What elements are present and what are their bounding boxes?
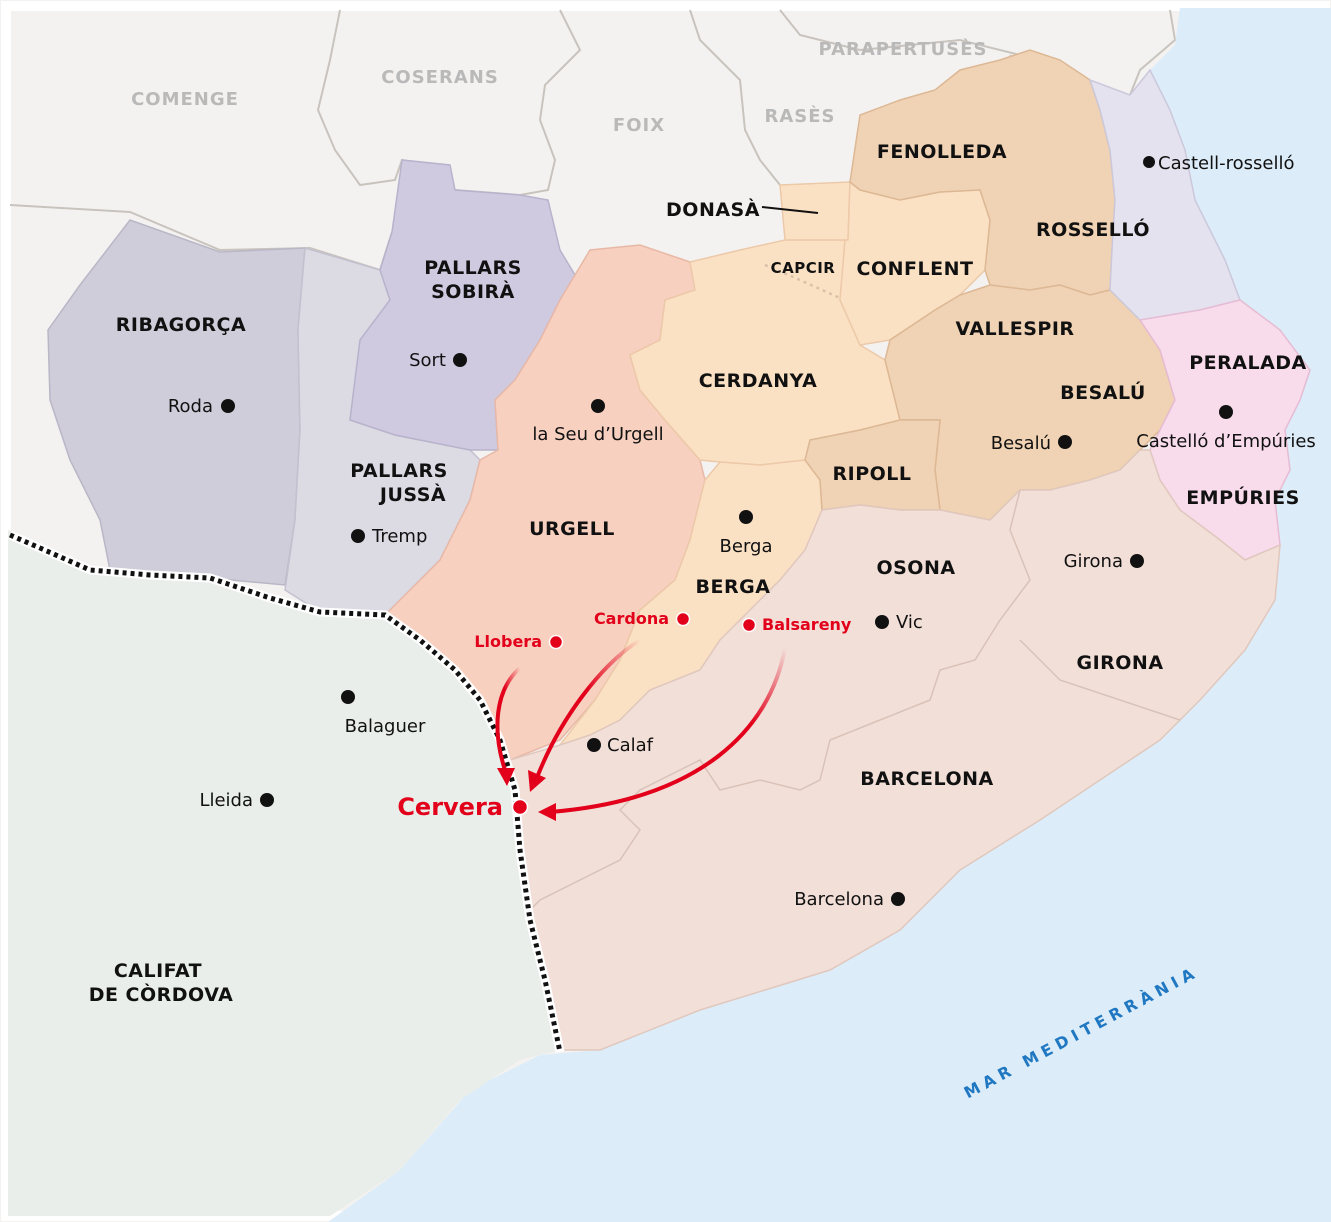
label-city-seu: la Seu d’Urgell: [532, 424, 663, 445]
label-city-vic: Vic: [896, 612, 923, 633]
region-califat: [8, 530, 560, 1216]
label-pallars-sobira-1: PALLARS: [424, 257, 522, 279]
arrowhead-llobera: [497, 768, 515, 786]
dot-barcelona: [891, 892, 905, 906]
label-pallars-jussa-1: PALLARS: [350, 460, 448, 482]
label-city-besalu: Besalú: [991, 433, 1051, 454]
label-city-balaguer: Balaguer: [345, 716, 426, 737]
label-city-barcelona: Barcelona: [794, 889, 884, 910]
label-cardona: Cardona: [594, 609, 669, 628]
dot-sort: [453, 353, 467, 367]
label-balsareny: Balsareny: [762, 615, 852, 634]
donasa-leader: [761, 206, 819, 214]
label-city-sort: Sort: [409, 350, 446, 371]
city-labels: Roda Sort Tremp la Seu d’Urgell Berga Ca…: [168, 153, 1316, 910]
arrowhead-cardona: [528, 770, 546, 792]
region-ribagorca: [47, 219, 306, 586]
highlight-dots: [511, 611, 757, 816]
label-llobera: Llobera: [474, 632, 542, 651]
label-cervera: Cervera: [397, 793, 503, 821]
dot-castello: [1219, 405, 1233, 419]
city-dots: [221, 156, 1233, 906]
dot-castell-rossello: [1143, 156, 1155, 168]
label-fenolleda: FENOLLEDA: [877, 141, 1007, 163]
label-coserans: COSERANS: [381, 67, 499, 88]
label-osona: OSONA: [876, 557, 955, 579]
label-foix: FOIX: [613, 115, 665, 136]
label-pallars-jussa-2: JUSSÀ: [378, 483, 446, 506]
label-califat-1: CALIFAT: [114, 960, 202, 982]
sea: [328, 8, 1331, 1222]
dot-roda: [221, 399, 235, 413]
label-city-castello: Castelló d’Empúries: [1136, 431, 1316, 452]
label-donasa: DONASÀ: [666, 198, 760, 221]
dot-besalu: [1058, 435, 1072, 449]
dot-girona: [1130, 554, 1144, 568]
label-city-castell-rossello: Castell-rosselló: [1158, 153, 1294, 174]
dot-berga: [739, 510, 753, 524]
label-comenge: COMENGE: [131, 89, 239, 110]
label-ribagorca: RIBAGORÇA: [116, 314, 246, 336]
label-rossello: ROSSELLÓ: [1036, 217, 1150, 241]
label-city-lleida: Lleida: [199, 790, 253, 811]
internal-borders: [529, 489, 1181, 911]
migration-arrows: [495, 638, 787, 821]
label-rases: RASÈS: [764, 105, 835, 127]
foreign-labels: COMENGE COSERANS FOIX RASÈS PARAPERTUSÈS: [131, 38, 988, 136]
arrow-balsareny: [549, 647, 787, 814]
arrow-cardona: [536, 638, 642, 776]
label-peralada: PERALADA: [1189, 352, 1307, 374]
dot-vic: [875, 615, 889, 629]
label-vallespir: VALLESPIR: [955, 318, 1074, 340]
label-girona: GIRONA: [1076, 652, 1163, 674]
frontier-line: [8, 530, 565, 1053]
dot-llobera: [548, 634, 564, 650]
label-empuries: EMPÚRIES: [1186, 485, 1300, 509]
dot-balaguer: [341, 690, 355, 704]
dot-balsareny: [741, 617, 757, 633]
label-city-calaf: Calaf: [607, 735, 654, 756]
arrow-llobera: [495, 666, 522, 771]
label-city-tremp: Tremp: [371, 526, 427, 547]
label-califat-2: DE CÒRDOVA: [89, 982, 234, 1006]
region-ripoll: [804, 419, 941, 511]
label-parapertuses: PARAPERTUSÈS: [819, 38, 988, 60]
label-pallars-sobira-2: SOBIRÀ: [431, 280, 515, 303]
label-conflent: CONFLENT: [857, 258, 974, 280]
label-berga: BERGA: [696, 576, 771, 598]
dot-tremp: [351, 529, 365, 543]
label-city-berga: Berga: [720, 536, 773, 557]
label-besalu: BESALÚ: [1060, 380, 1146, 404]
label-cerdanya: CERDANYA: [699, 370, 818, 392]
dot-cervera: [511, 798, 529, 816]
label-ripoll: RIPOLL: [833, 463, 912, 485]
region-labels: RIBAGORÇA PALLARS SOBIRÀ PALLARS JUSSÀ U…: [89, 141, 1307, 1006]
dot-calaf: [587, 738, 601, 752]
dot-seu: [591, 399, 605, 413]
label-city-girona: Girona: [1064, 551, 1123, 572]
label-urgell: URGELL: [529, 518, 615, 540]
arrowhead-balsareny: [538, 803, 556, 821]
label-city-roda: Roda: [168, 396, 213, 417]
label-capcir: CAPCIR: [771, 259, 836, 277]
label-barcelona: BARCELONA: [860, 768, 993, 790]
dot-lleida: [260, 793, 274, 807]
dot-cardona: [675, 611, 691, 627]
region-osona-barcelona-girona: [509, 449, 1281, 1051]
highlight-labels: Cardona Llobera Balsareny Cervera: [397, 609, 852, 821]
